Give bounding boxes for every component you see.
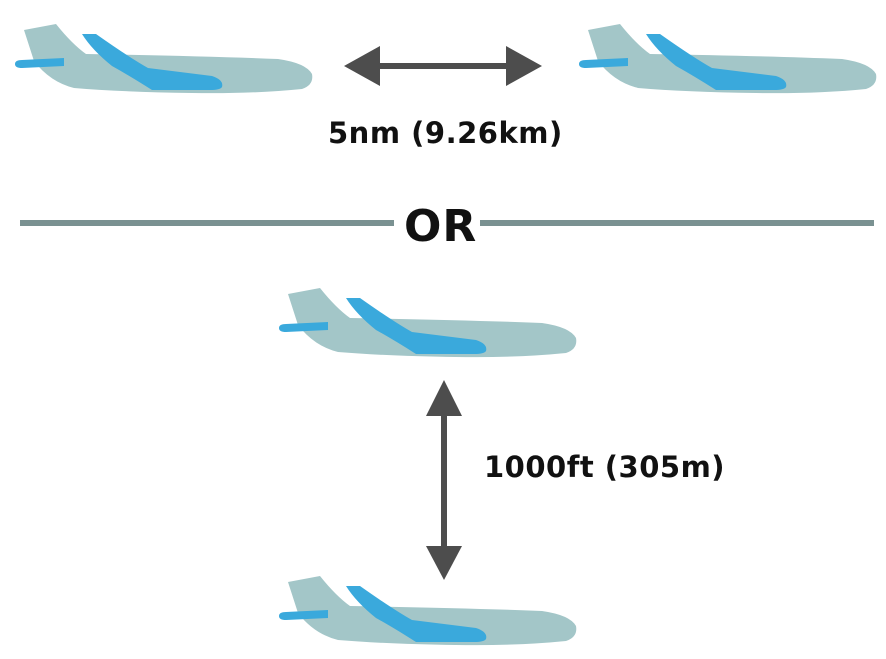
airplane-icon (279, 576, 577, 646)
or-label: OR (404, 201, 478, 252)
airplane-icon (579, 24, 877, 94)
plane-bottom (279, 576, 577, 646)
double-arrow-vertical-icon (426, 380, 462, 580)
airplane-icon (15, 24, 313, 94)
divider-line-left (20, 220, 394, 226)
divider (20, 220, 874, 226)
plane-top-left (15, 24, 313, 94)
airplane-icon (279, 288, 577, 358)
plane-middle (279, 288, 577, 358)
plane-top-right (579, 24, 877, 94)
divider-line-right (480, 220, 874, 226)
double-arrow-horizontal-icon (344, 46, 542, 86)
vertical-separation-label: 1000ft (305m) (484, 450, 726, 484)
horizontal-separation-label: 5nm (9.26km) (328, 116, 563, 150)
